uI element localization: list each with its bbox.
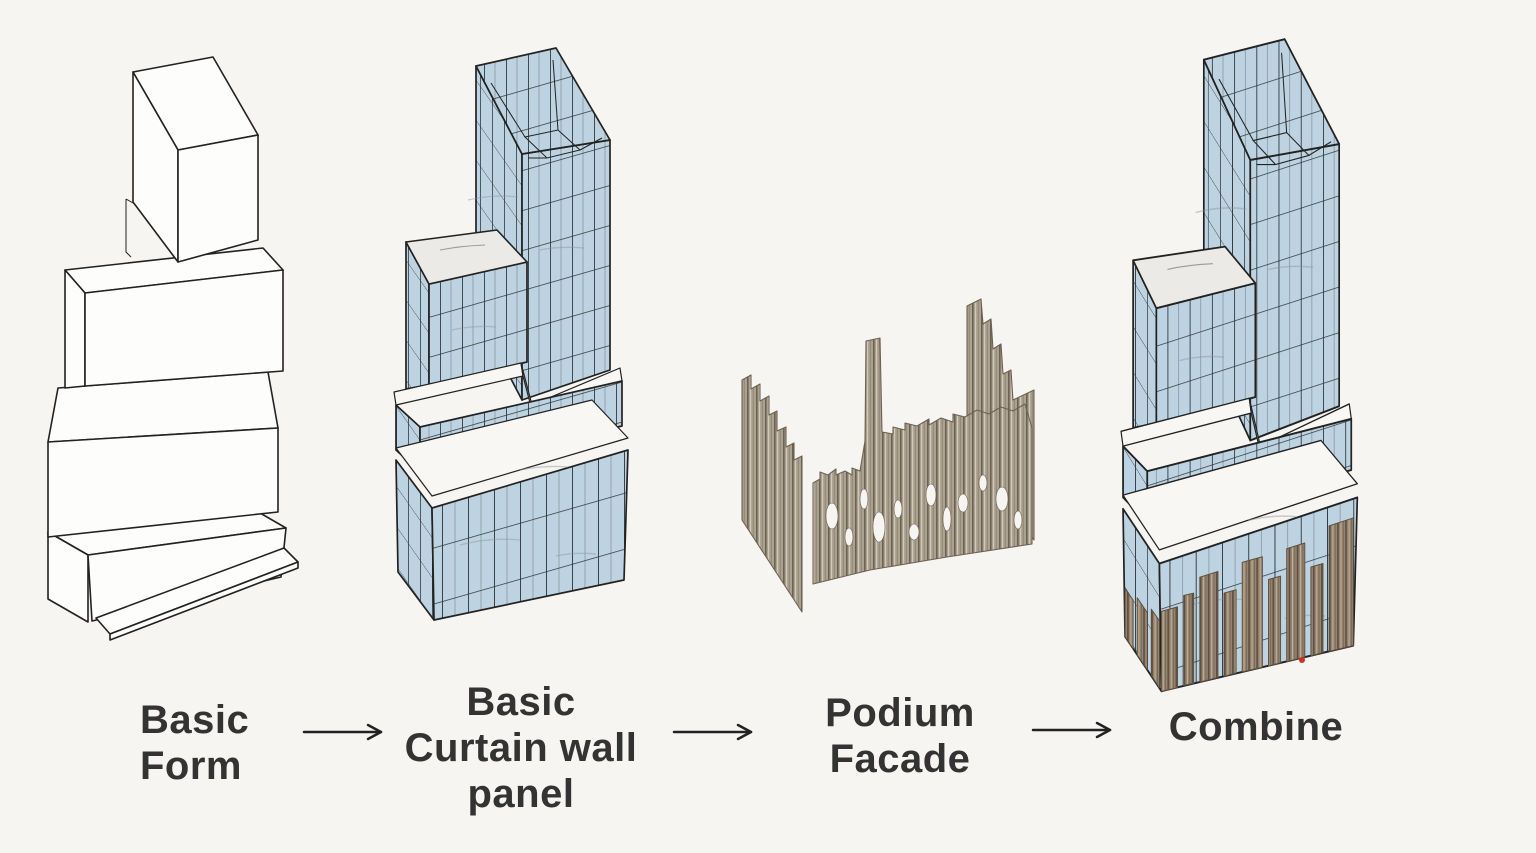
label-line: Curtain wall: [404, 726, 638, 770]
step-label-basic-form: Basic Form: [140, 697, 350, 789]
arrow-icon: [1031, 720, 1117, 740]
arrow-icon: [672, 722, 758, 742]
red-dot-mark: [1299, 657, 1305, 663]
label-line: Combine: [1168, 705, 1344, 749]
figure-combined-tower: [1120, 38, 1359, 693]
label-line: panel: [467, 772, 575, 816]
label-line: Podium: [825, 691, 975, 735]
step-label-podium-facade: Podium Facade: [790, 690, 1010, 782]
arrow-icon: [302, 722, 388, 742]
step-label-basic-curtain-wall-panel: Basic Curtain wall panel: [396, 679, 646, 817]
label-line: Basic: [466, 680, 576, 724]
label-line: Facade: [829, 737, 971, 781]
figure-podium-facade-walls: [741, 298, 1035, 613]
figure-curtain-wall-tower: [393, 47, 629, 621]
step-label-combine: Combine: [1146, 704, 1366, 750]
label-line: Basic: [140, 698, 250, 742]
label-line: Form: [140, 744, 242, 788]
figure-basic-form-massing: [47, 56, 299, 641]
combined-wood-podium: [1124, 517, 1354, 692]
